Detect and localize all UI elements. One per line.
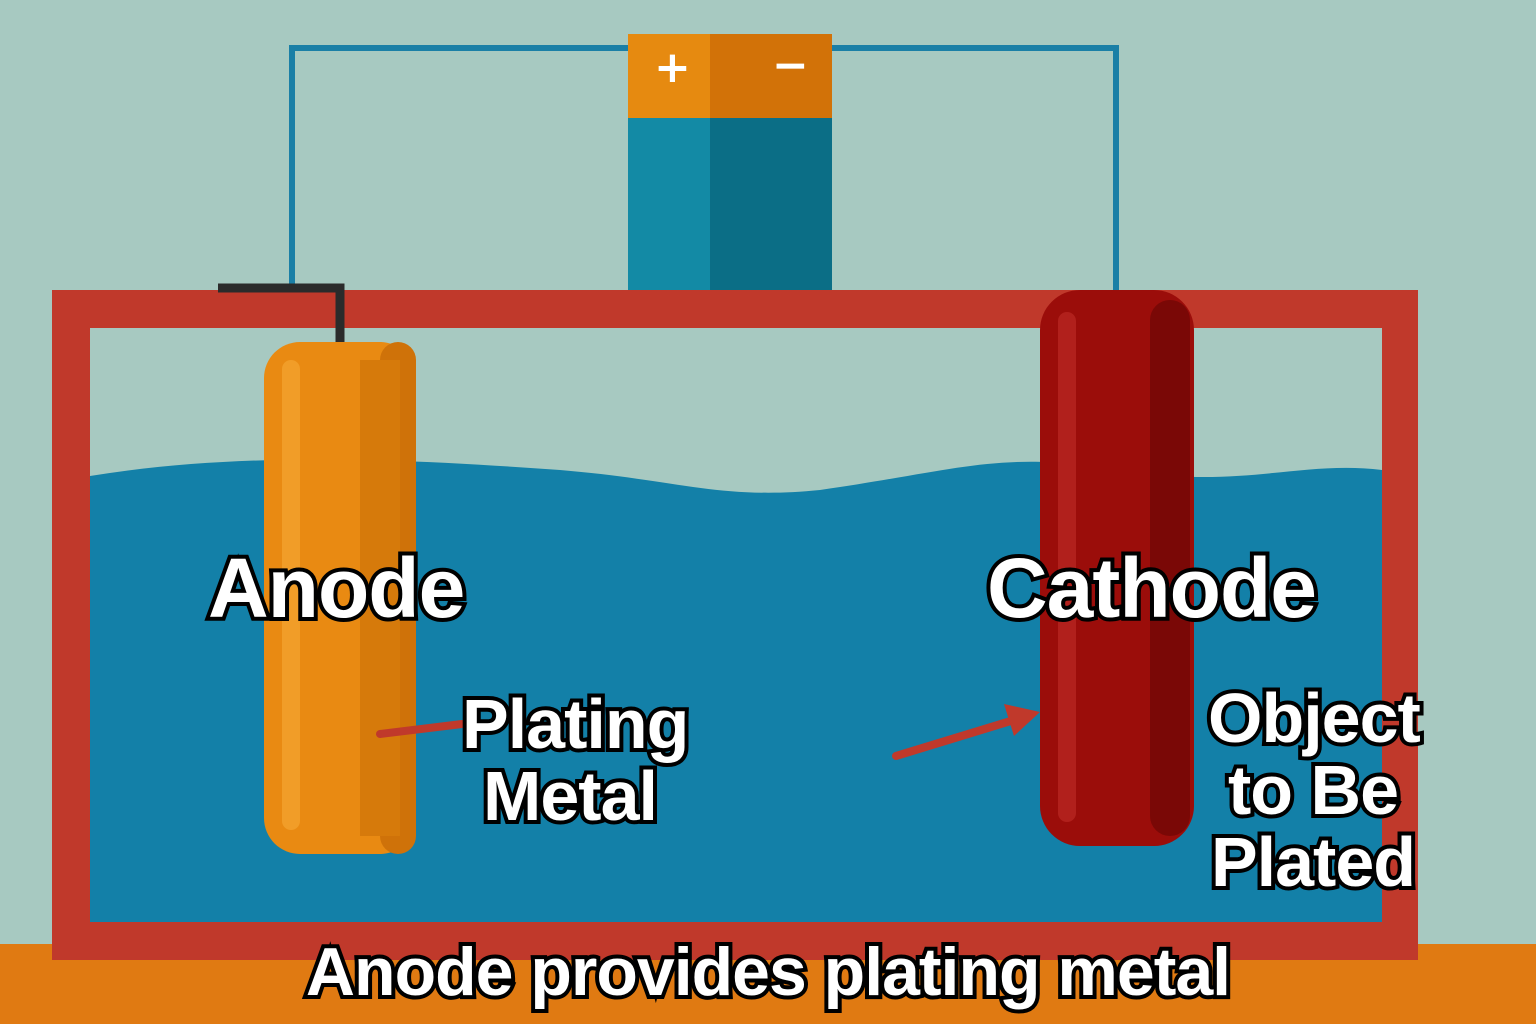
object-to-be-plated-label: Object to Be Plated [1204,678,1425,902]
cathode-electrode [1040,290,1194,846]
anode-wire [218,283,345,344]
plating-metal-label: Plating Metal [458,684,693,836]
object-label-line-2: to Be [1224,750,1403,830]
battery-terminal-positive [628,34,710,118]
battery-terminal-negative [710,34,832,118]
anode-electrode [264,342,416,854]
circuit-wire [289,45,1119,292]
caption: Anode provides plating metal [302,934,1235,1010]
arrow-object-to-be-plated [892,704,1040,760]
plating-metal-line-1: Plating [458,684,693,764]
object-label-line-1: Object [1204,678,1425,758]
battery-body-right [710,118,832,292]
battery-positive-sign: + [654,42,691,93]
anode-label: Anode [204,541,469,635]
battery-negative-sign: − [772,40,809,91]
object-label-line-3: Plated [1207,822,1420,902]
battery [628,34,832,292]
cathode-label: Cathode [983,541,1321,635]
plating-metal-line-2: Metal [479,756,662,836]
battery-body-left [628,118,710,292]
arrow-plating-metal [376,720,466,738]
